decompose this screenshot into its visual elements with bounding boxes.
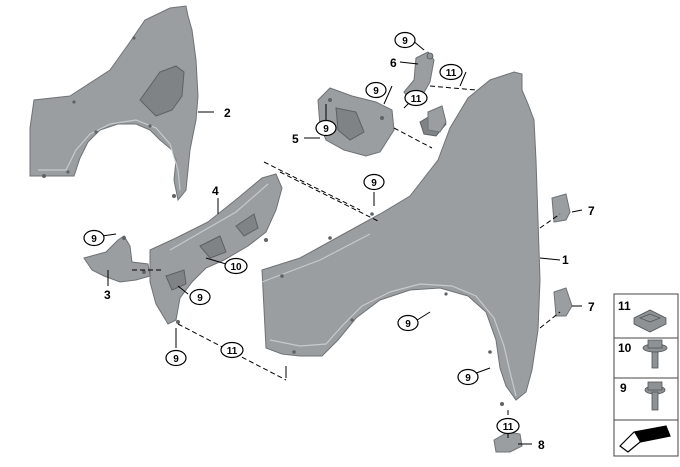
legend-num-9: 9 xyxy=(620,381,627,395)
svg-text:9: 9 xyxy=(323,124,329,135)
callout-9-lower: 9 xyxy=(457,368,479,386)
legend-num-10: 10 xyxy=(618,341,632,355)
svg-text:9: 9 xyxy=(173,354,179,365)
legend-row-9 xyxy=(613,377,679,421)
callout-9-bracket-lower: 9 xyxy=(189,288,211,306)
label-part-8: 8 xyxy=(538,438,545,452)
svg-text:10: 10 xyxy=(230,262,242,273)
label-part-6: 6 xyxy=(390,56,397,70)
label-part-2: 2 xyxy=(224,106,231,120)
clip-nut-icon xyxy=(633,309,667,333)
bracket-part-5 xyxy=(317,87,395,157)
svg-text:11: 11 xyxy=(227,346,238,357)
callout-11-bracket: 11 xyxy=(404,89,428,107)
arrow-symbol-icon xyxy=(619,425,671,453)
callout-9-left: 9 xyxy=(83,229,105,247)
legend-num-11: 11 xyxy=(618,299,631,313)
svg-text:9: 9 xyxy=(197,293,203,304)
label-part-1: 1 xyxy=(562,253,569,267)
fender-mount-tab xyxy=(427,105,447,133)
label-part-7-lower: 7 xyxy=(588,300,595,314)
svg-text:9: 9 xyxy=(402,36,408,47)
callout-9-top: 9 xyxy=(394,31,416,49)
label-part-4: 4 xyxy=(212,184,219,198)
svg-text:9: 9 xyxy=(91,234,97,245)
fender-small-part-2 xyxy=(29,5,199,202)
callout-10-mid: 10 xyxy=(224,257,248,275)
callout-11-bottom: 11 xyxy=(220,341,244,359)
svg-text:11: 11 xyxy=(446,68,457,79)
callout-11-top: 11 xyxy=(439,63,463,81)
label-part-5: 5 xyxy=(292,132,299,146)
hinge-part-6 xyxy=(403,51,435,101)
legend-row-10 xyxy=(613,337,679,379)
svg-text:9: 9 xyxy=(465,373,471,384)
svg-text:11: 11 xyxy=(503,422,514,433)
callout-9-mid-b: 9 xyxy=(363,173,385,191)
callout-9-mid-a: 9 xyxy=(315,119,337,137)
svg-text:9: 9 xyxy=(405,319,411,330)
clip-part-7-lower xyxy=(553,287,573,317)
support-bracket-part-4 xyxy=(149,173,283,325)
callout-9-bracket: 9 xyxy=(365,81,387,99)
fender-large-part-1 xyxy=(261,71,541,406)
hex-screw-icon xyxy=(644,381,666,411)
label-part-7-upper: 7 xyxy=(588,204,595,218)
callout-9-fender: 9 xyxy=(397,314,419,332)
svg-text:9: 9 xyxy=(373,86,379,97)
svg-text:9: 9 xyxy=(371,178,377,189)
label-part-3: 3 xyxy=(104,288,111,302)
callout-9-bottom-left: 9 xyxy=(165,349,187,367)
fastener-legend: 11 10 9 xyxy=(613,293,679,457)
callout-11-base: 11 xyxy=(496,417,520,435)
flange-screw-icon xyxy=(642,339,668,369)
svg-text:11: 11 xyxy=(411,94,422,105)
